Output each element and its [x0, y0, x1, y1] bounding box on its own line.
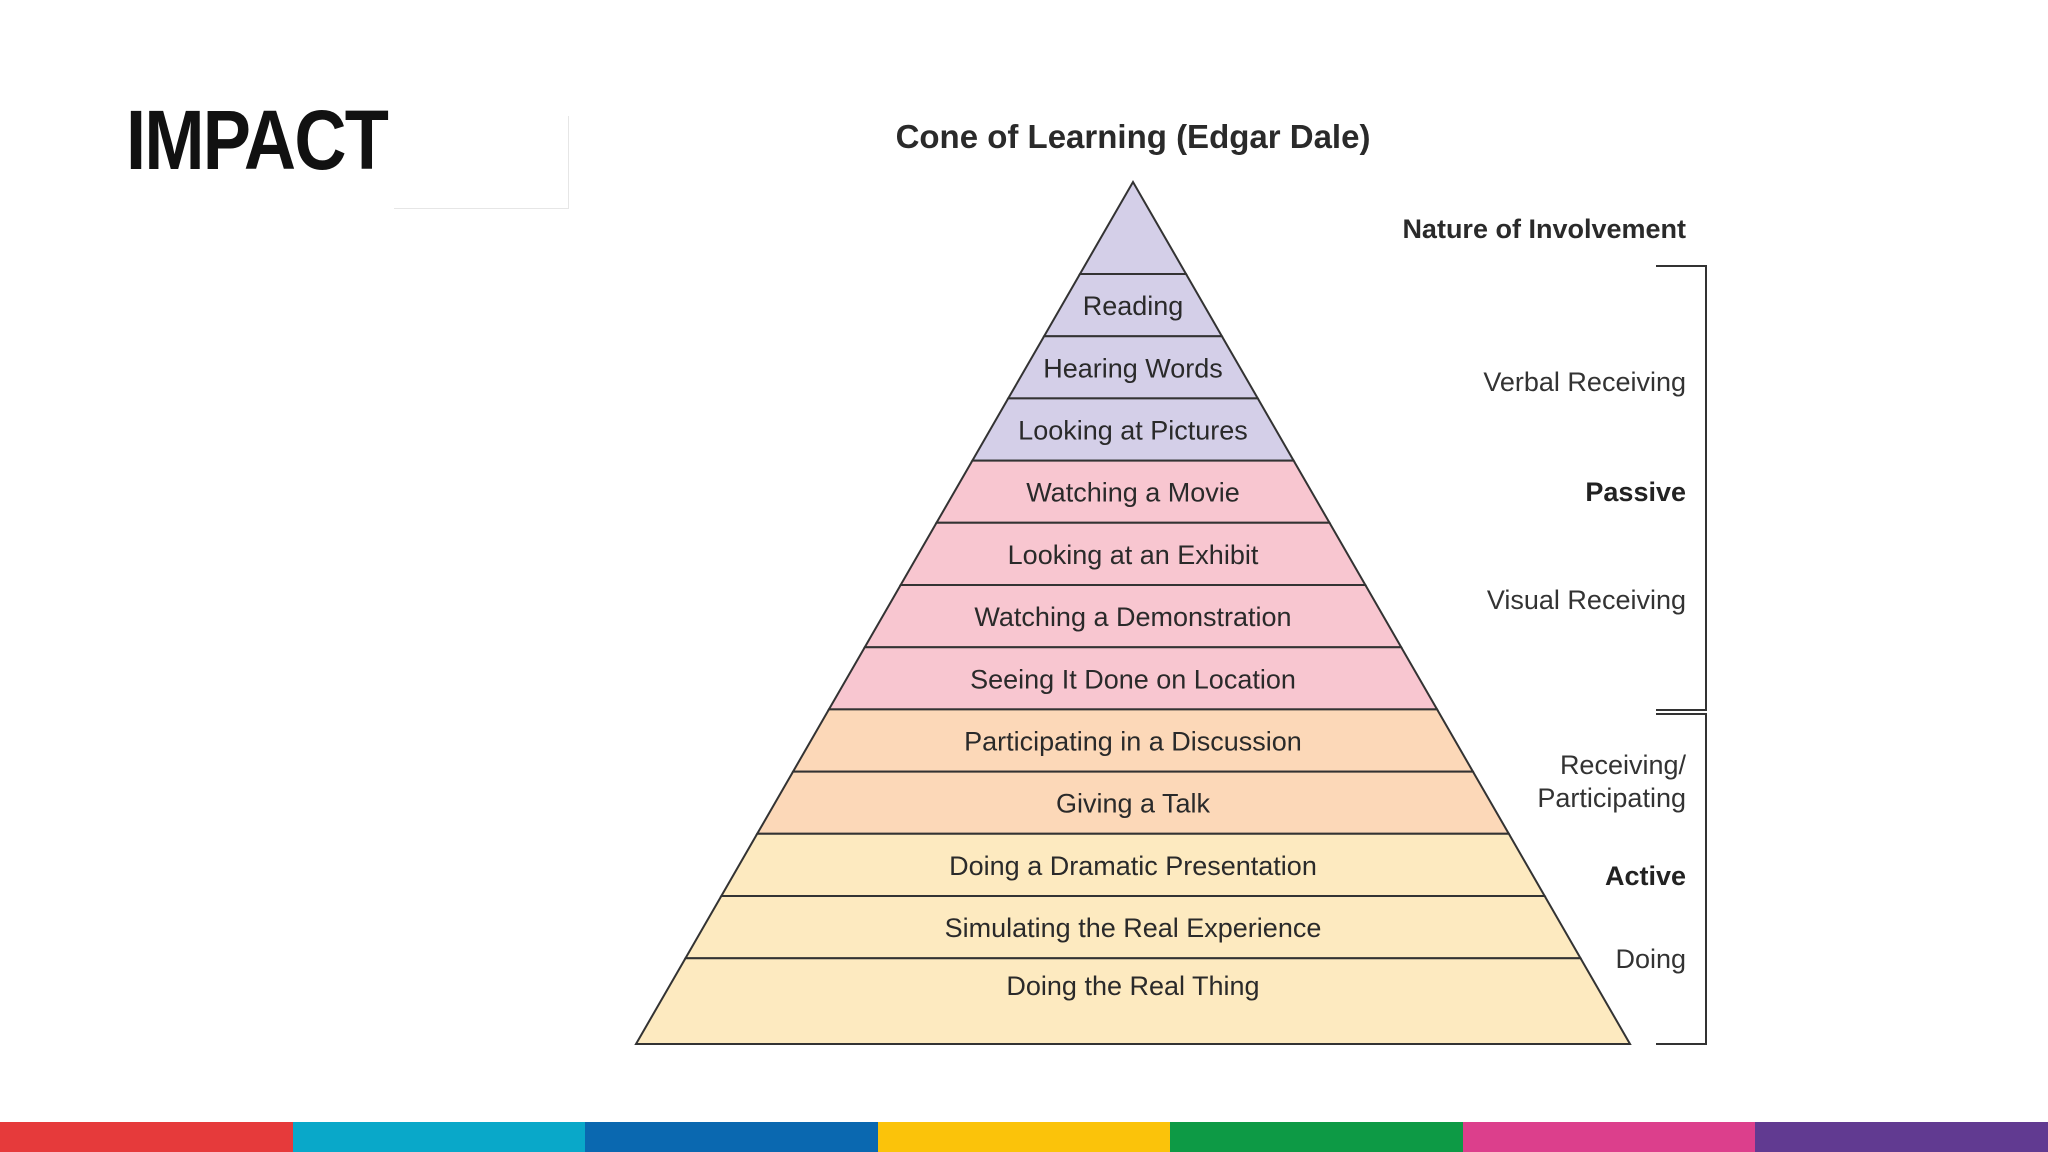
cone-level-label: Seeing It Done on Location: [970, 664, 1296, 694]
cone-level-label: Participating in a Discussion: [964, 727, 1302, 757]
cone-level: [634, 957, 1632, 1045]
group-visual-receiving: Visual Receiving: [1487, 585, 1686, 615]
cone-level-label: Giving a Talk: [1056, 789, 1211, 819]
cone-level-label: Looking at an Exhibit: [1008, 540, 1259, 570]
color-bar-segment: [1755, 1122, 2048, 1152]
group-doing: Doing: [1615, 944, 1686, 974]
cone-level-label: Simulating the Real Experience: [945, 913, 1322, 943]
cone-level-label: Looking at Pictures: [1018, 416, 1248, 446]
color-bar-segment: [877, 1122, 1171, 1152]
color-bar-segment: [0, 1122, 293, 1152]
color-bar-segment: [292, 1122, 586, 1152]
footer-color-bar: [0, 1122, 2048, 1152]
involvement-header: Nature of Involvement: [1402, 214, 1686, 244]
group-receiving: Receiving/: [1560, 750, 1687, 780]
cone-level-label: Hearing Words: [1043, 353, 1223, 383]
group-passive: Passive: [1585, 477, 1686, 507]
cone-apex: [1078, 179, 1188, 275]
title-box-outline: [394, 116, 569, 209]
cone-level-label: Watching a Movie: [1026, 478, 1240, 508]
cone-level-label: Doing the Real Thing: [1006, 971, 1259, 1001]
cone-of-learning-diagram: Cone of Learning (Edgar Dale) Nature of …: [634, 118, 1707, 1045]
cone-level-label: Watching a Demonstration: [974, 602, 1291, 632]
cone-level-label: Reading: [1083, 291, 1184, 321]
diagram-title: Cone of Learning (Edgar Dale): [896, 118, 1371, 155]
involvement-bracket: [1656, 265, 1707, 1045]
color-bar-segment: [1170, 1122, 1463, 1152]
group-participating: Participating: [1537, 783, 1686, 813]
color-bar-segment: [1462, 1122, 1756, 1152]
group-verbal-receiving: Verbal Receiving: [1483, 367, 1686, 397]
color-bar-segment: [585, 1122, 878, 1152]
cone-level-label: Doing a Dramatic Presentation: [949, 851, 1317, 881]
group-active: Active: [1605, 861, 1686, 891]
slide-title: IMPACT: [126, 93, 389, 187]
